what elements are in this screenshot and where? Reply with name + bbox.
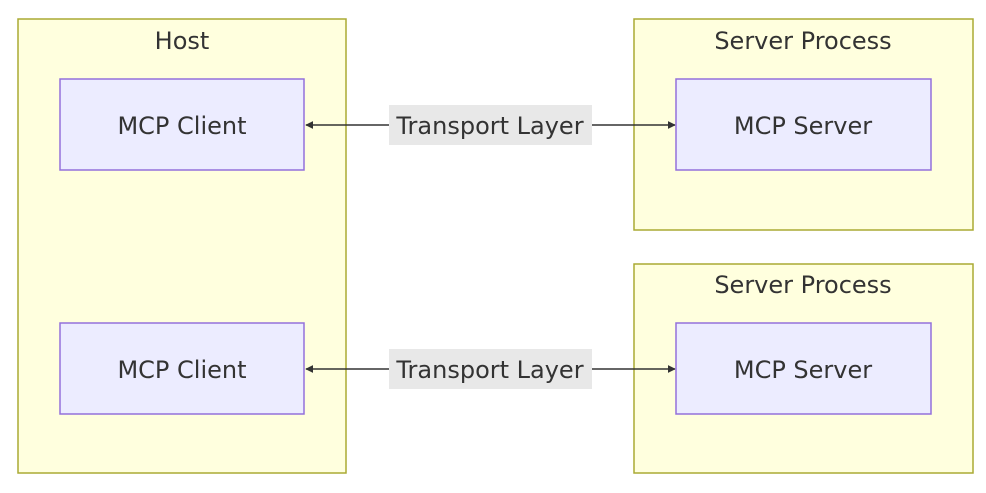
edge-1-label-bg [389, 105, 592, 145]
server-process-cluster-2-title: Server Process [714, 271, 891, 299]
mcp-client-node-2: MCP Client [59, 322, 305, 415]
edge-2: Transport Layer [305, 349, 676, 389]
mcp-client-node-1: MCP Client [59, 78, 305, 171]
mcp-client-node-2-label: MCP Client [117, 356, 246, 384]
mcp-server-node-2: MCP Server [675, 322, 932, 415]
mcp-server-node-2-label: MCP Server [734, 356, 872, 384]
mcp-client-node-2-box [59, 322, 305, 415]
server-process-cluster-1-title: Server Process [714, 27, 891, 55]
host-cluster-title: Host [155, 27, 210, 55]
edge-2-label: Transport Layer [395, 356, 583, 384]
mcp-server-node-2-box [675, 322, 932, 415]
mcp-server-node-1-box [675, 78, 932, 171]
mcp-server-node-1-label: MCP Server [734, 112, 872, 140]
mcp-server-node-1: MCP Server [675, 78, 932, 171]
mcp-client-node-1-box [59, 78, 305, 171]
edge-2-label-bg [389, 349, 592, 389]
edge-1-label: Transport Layer [395, 112, 583, 140]
edge-1: Transport Layer [305, 105, 676, 145]
mcp-client-node-1-label: MCP Client [117, 112, 246, 140]
